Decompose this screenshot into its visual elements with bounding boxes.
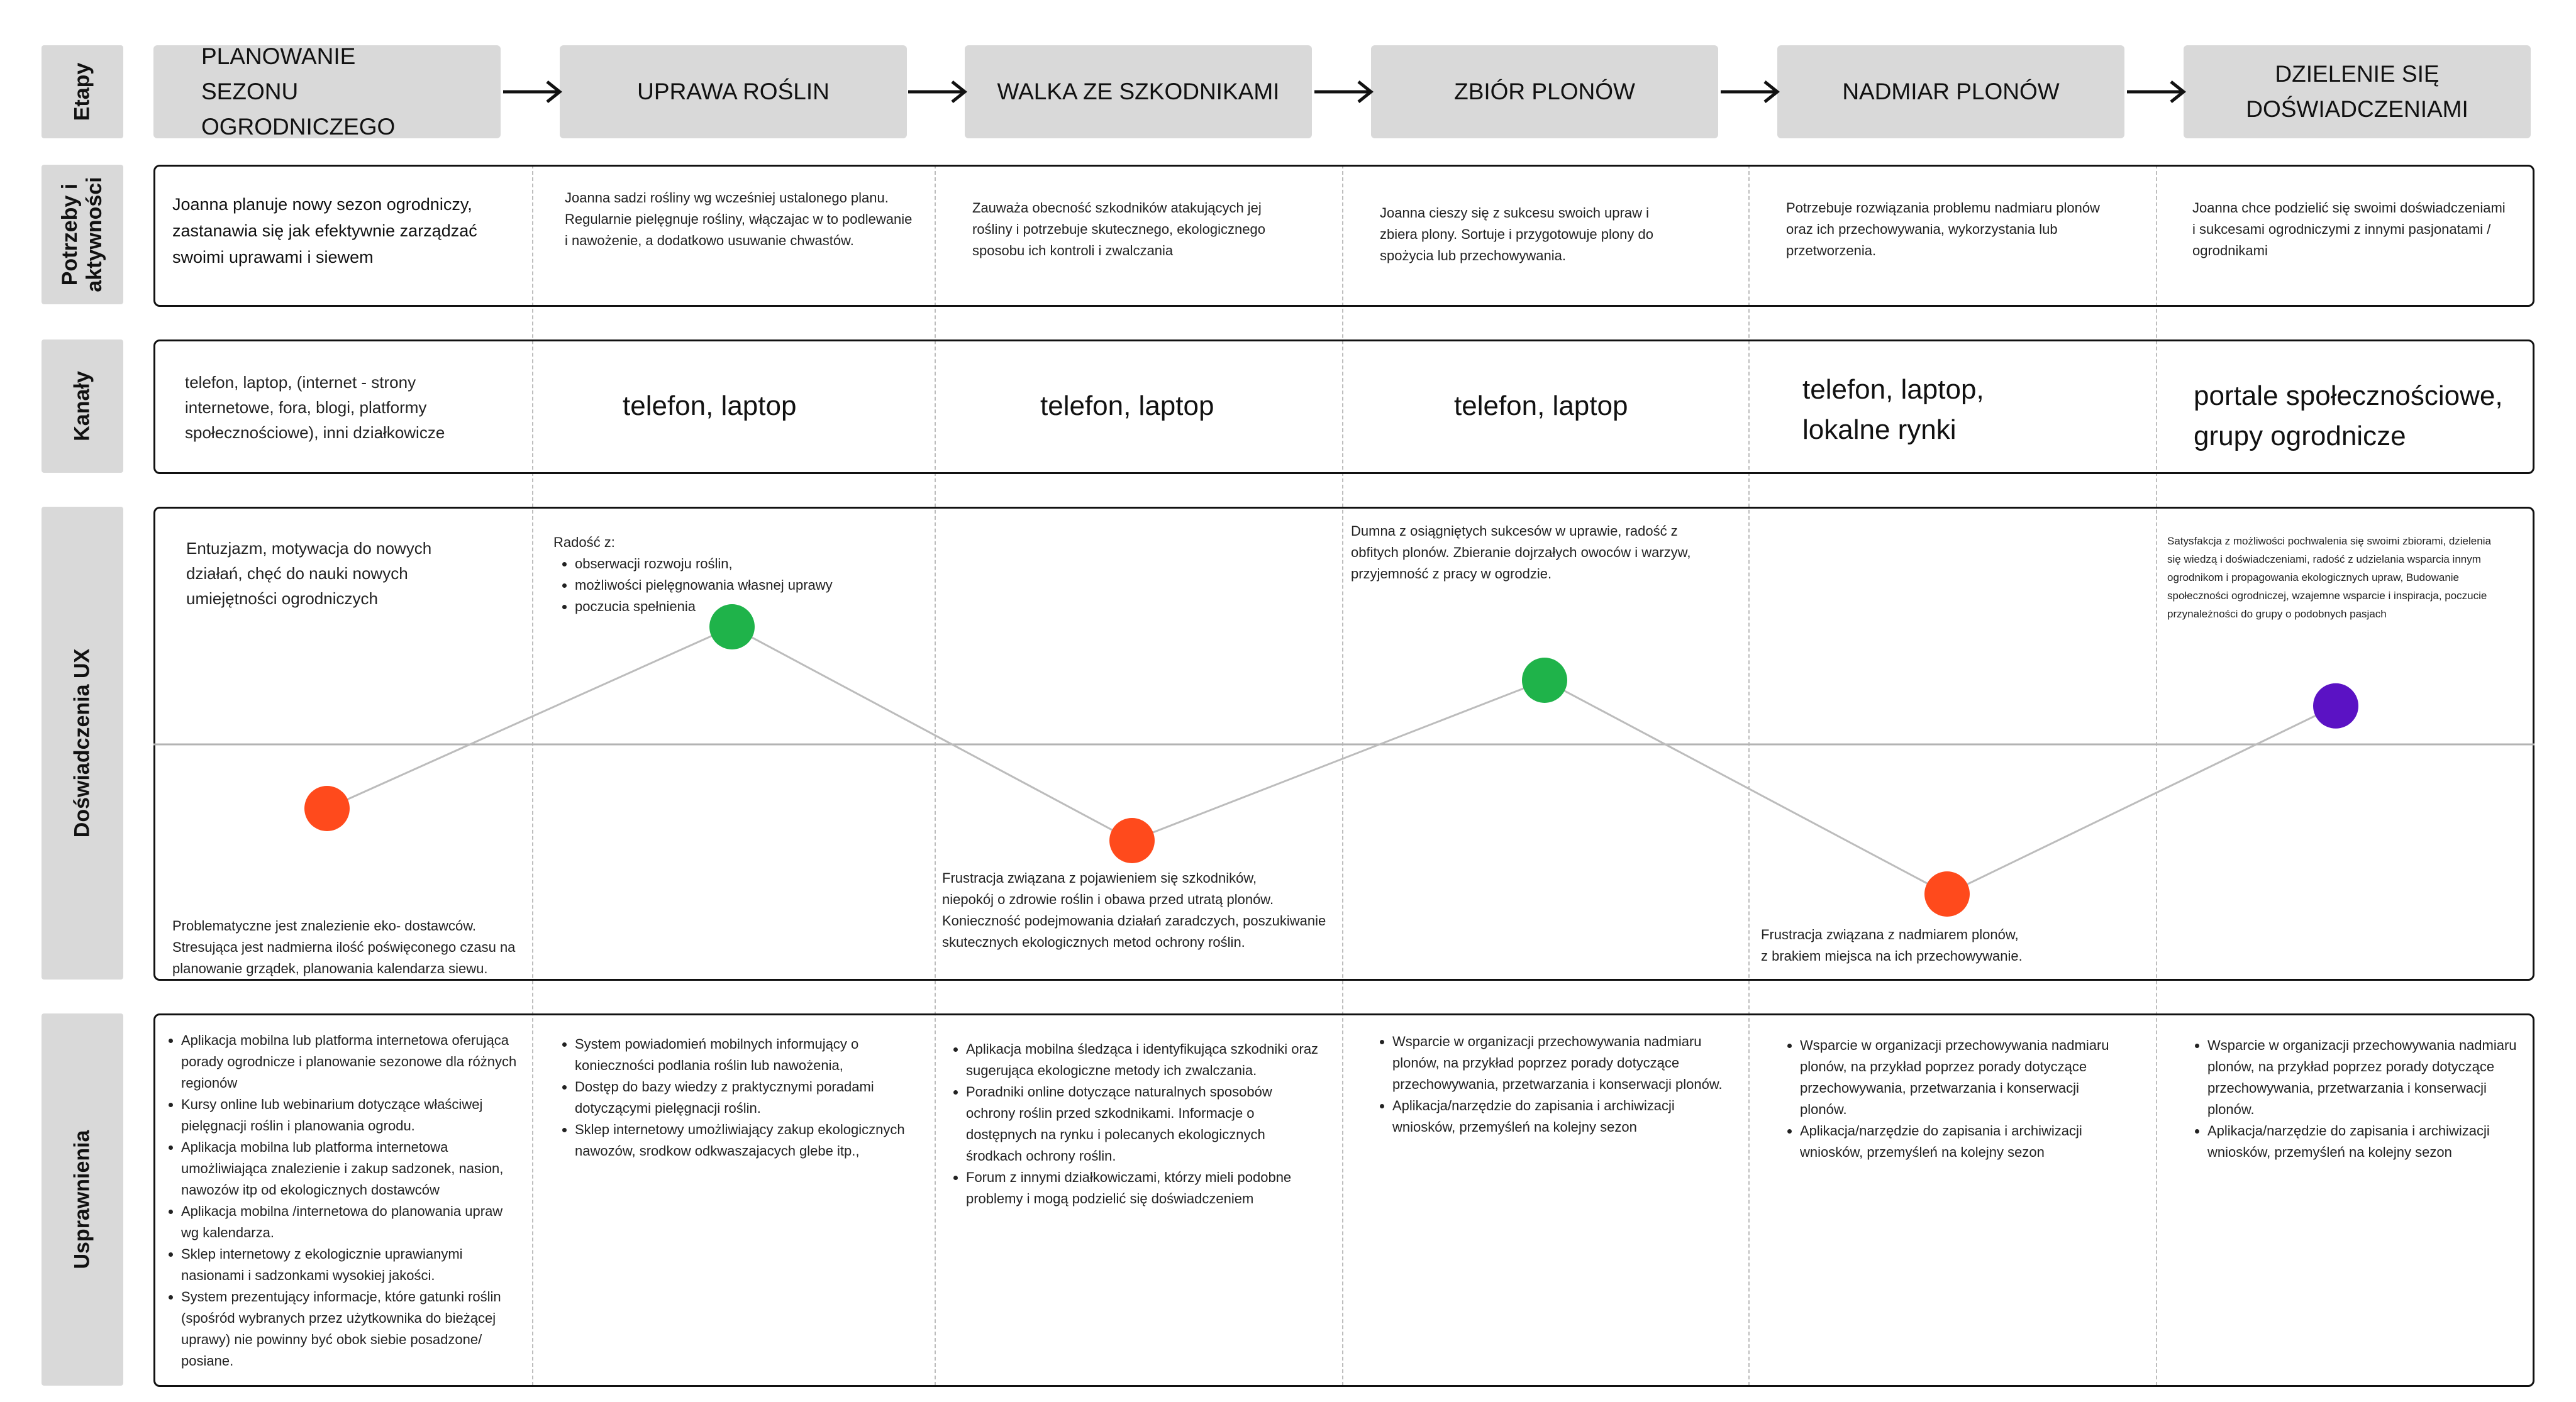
row-label-needs: Potrzeby i aktywności	[42, 165, 123, 304]
improvements-list: Wsparcie w organizacji przechowywania na…	[2186, 1035, 2526, 1163]
stage-growing: UPRAWA ROŚLIN	[560, 45, 907, 138]
improvement-item: Poradniki online dotyczące naturalnych s…	[966, 1081, 1322, 1167]
need-text: Joanna chce podzielić się swoimi doświad…	[2192, 200, 2506, 258]
channel-text: telefon, laptop	[1454, 390, 1628, 421]
need-text: Zauważa obecność szkodników atakujących …	[972, 200, 1265, 258]
row-label-channels: Kanały	[42, 339, 123, 473]
channel-text: portale społecznościowe, grupy ogrodnicz…	[2194, 380, 2503, 451]
need-text: Potrzebuje rozwiązania problemu nadmiaru…	[1786, 200, 2100, 258]
column-divider	[1748, 165, 1750, 1386]
ux-curve-line	[326, 626, 2336, 895]
ux-point	[1924, 871, 1970, 917]
improvement-item: Wsparcie w organizacji przechowywania na…	[2207, 1035, 2526, 1120]
ux-point	[1522, 658, 1567, 703]
needs-row	[153, 165, 2534, 307]
column-divider	[2156, 165, 2157, 1386]
stage-label: ZBIÓR PLONÓW	[1454, 79, 1635, 104]
improvement-item: Aplikacja/narzędzie do zapisania i archi…	[1800, 1120, 2118, 1163]
improvement-item: System powiadomień mobilnych informujący…	[575, 1034, 912, 1076]
improvement-item: System prezentujący informacje, które ga…	[181, 1286, 521, 1372]
improvements-list: Aplikacja mobilna śledząca i identyfikuj…	[945, 1039, 1322, 1210]
channel-text: telefon, laptop	[1040, 390, 1214, 421]
improvement-item: Forum z innymi działkowiczami, którzy mi…	[966, 1167, 1322, 1210]
ux-point	[1109, 818, 1155, 863]
stage-label: DZIELENIE SIĘ DOŚWIADCZENIAMI	[2246, 61, 2468, 122]
improvement-item: Aplikacja mobilna /internetowa do planow…	[181, 1201, 521, 1244]
arrow-right-icon	[503, 80, 563, 103]
ux-negative-text: Frustracja związana z pojawieniem się sz…	[942, 870, 1326, 950]
need-text: Joanna planuje nowy sezon ogrodniczy, za…	[172, 195, 477, 267]
channels-row	[153, 339, 2534, 474]
channel-text: telefon, laptop	[623, 390, 797, 421]
stage-label: WALKA ZE SZKODNIKAMI	[997, 79, 1280, 104]
stage-label: PLANOWANIE SEZONU OGRODNICZEGO	[201, 43, 396, 140]
column-divider	[1342, 165, 1343, 1386]
improvement-item: Aplikacja mobilna lub platforma internet…	[181, 1030, 521, 1094]
ux-point	[709, 604, 755, 649]
ux-positive-item: poczucia spełnienia	[575, 596, 893, 617]
ux-point	[2313, 683, 2358, 729]
improvement-item: Aplikacja/narzędzie do zapisania i archi…	[2207, 1120, 2526, 1163]
ux-point	[304, 786, 350, 831]
improvement-item: Dostęp do bazy wiedzy z praktycznymi por…	[575, 1076, 912, 1119]
need-text: Joanna sadzi rośliny wg wcześniej ustalo…	[565, 190, 913, 248]
ux-positive-text: Entuzjazm, motywacja do nowych działań, …	[186, 539, 432, 608]
improvement-item: Sklep internetowy z ekologicznie uprawia…	[181, 1244, 521, 1286]
stage-label: UPRAWA ROŚLIN	[637, 79, 830, 104]
improvements-list: Wsparcie w organizacji przechowywania na…	[1371, 1031, 1736, 1138]
improvement-item: Aplikacja mobilna lub platforma internet…	[181, 1137, 521, 1201]
stage-sharing: DZIELENIE SIĘ DOŚWIADCZENIAMI	[2184, 45, 2531, 138]
improvement-item: Wsparcie w organizacji przechowywania na…	[1392, 1031, 1736, 1095]
column-divider	[532, 165, 533, 1386]
arrow-right-icon	[908, 80, 968, 103]
ux-positive-item: możliwości pielęgnowania własnej uprawy	[575, 575, 893, 596]
improvement-item: Aplikacja mobilna śledząca i identyfikuj…	[966, 1039, 1322, 1081]
column-divider	[935, 165, 936, 1386]
row-label-ux: Doświadczenia UX	[42, 507, 123, 980]
ux-positive-text: Dumna z osiągniętych sukcesów w uprawie,…	[1351, 523, 1691, 582]
improvements-list: Aplikacja mobilna lub platforma internet…	[160, 1030, 521, 1372]
row-label-improvements: Usprawnienia	[42, 1013, 123, 1386]
channel-text: telefon, laptop, (internet - strony inte…	[185, 373, 445, 442]
need-text: Joanna cieszy się z sukcesu swoich upraw…	[1380, 205, 1653, 263]
ux-positive-item: obserwacji rozwoju roślin,	[575, 553, 893, 575]
improvements-list: Wsparcie w organizacji przechowywania na…	[1779, 1035, 2118, 1163]
ux-positive-intro: Radość z:	[553, 534, 615, 550]
ux-positive-text: Satysfakcja z możliwości pochwalenia się…	[2167, 535, 2491, 620]
arrow-right-icon	[2127, 80, 2187, 103]
improvements-row	[153, 1013, 2534, 1387]
ux-negative-text: Problematyczne jest znalezienie eko- dos…	[172, 918, 516, 976]
improvement-item: Wsparcie w organizacji przechowywania na…	[1800, 1035, 2118, 1120]
ux-negative-text: Frustracja związana z nadmiarem plonów, …	[1761, 927, 2023, 964]
improvement-item: Kursy online lub webinarium dotyczące wł…	[181, 1094, 521, 1137]
row-label-stages: Etapy	[42, 45, 123, 138]
improvements-list: System powiadomień mobilnych informujący…	[553, 1034, 912, 1162]
improvement-item: Sklep internetowy umożliwiający zakup ek…	[575, 1119, 912, 1162]
channel-text: telefon, laptop, lokalne rynki	[1802, 374, 1984, 445]
stage-harvest: ZBIÓR PLONÓW	[1371, 45, 1718, 138]
stage-surplus: NADMIAR PLONÓW	[1777, 45, 2124, 138]
stage-pests: WALKA ZE SZKODNIKAMI	[965, 45, 1312, 138]
arrow-right-icon	[1721, 80, 1780, 103]
improvement-item: Aplikacja/narzędzie do zapisania i archi…	[1392, 1095, 1736, 1138]
arrow-right-icon	[1314, 80, 1374, 103]
ux-positive-list: Radość z: obserwacji rozwoju roślin, moż…	[553, 532, 893, 617]
stage-planning: PLANOWANIE SEZONU OGRODNICZEGO	[153, 43, 501, 140]
stage-label: NADMIAR PLONÓW	[1842, 79, 2060, 104]
